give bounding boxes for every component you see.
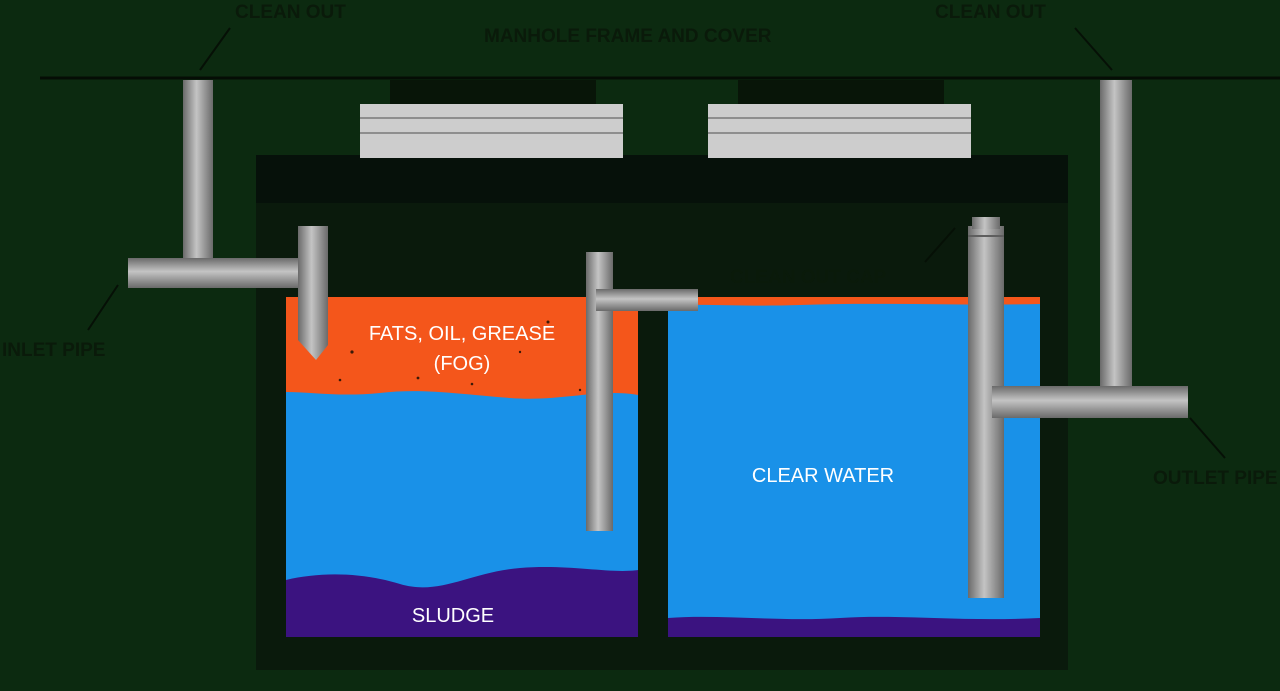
thin-sludge-layer [668, 616, 1040, 637]
manhole-cover-left [360, 104, 623, 158]
inlet-pipe [128, 258, 306, 288]
fog-layer [286, 297, 638, 399]
leader-lines [87, 27, 1226, 459]
label-clean-out-right: CLEAN OUT [935, 2, 1046, 23]
sludge-layer [286, 567, 638, 637]
label-clean-out-cap: CLEAN OUT CAP [730, 267, 887, 288]
label-inlet-pipe: INLET PIPE [2, 340, 105, 361]
manhole-riser-right [738, 80, 944, 104]
manhole-riser-left [390, 80, 596, 104]
label-sludge: SLUDGE [412, 605, 494, 627]
clean-out-right-pipe [1100, 80, 1132, 398]
label-clean-out-left: CLEAN OUT [235, 2, 346, 23]
crossover-pipe-horizontal [596, 289, 698, 311]
label-manhole-cover: MANHOLE FRAME AND COVER [484, 26, 772, 47]
inlet-tee [298, 226, 328, 360]
label-fog-line1: FATS, OIL, GREASE [369, 323, 555, 345]
label-fog-line2: (FOG) [434, 353, 491, 375]
label-clear-water: CLEAR WATER [752, 465, 894, 487]
tank-lid [256, 155, 1068, 203]
manhole-cover-right [708, 104, 971, 158]
clean-out-left-pipe [183, 80, 213, 268]
clean-out-cap [972, 217, 1000, 229]
label-outlet-pipe: OUTLET PIPE [1153, 468, 1278, 489]
baffle-wall [638, 252, 668, 670]
thin-fog-layer [668, 297, 1040, 306]
outlet-pipe [992, 386, 1188, 418]
